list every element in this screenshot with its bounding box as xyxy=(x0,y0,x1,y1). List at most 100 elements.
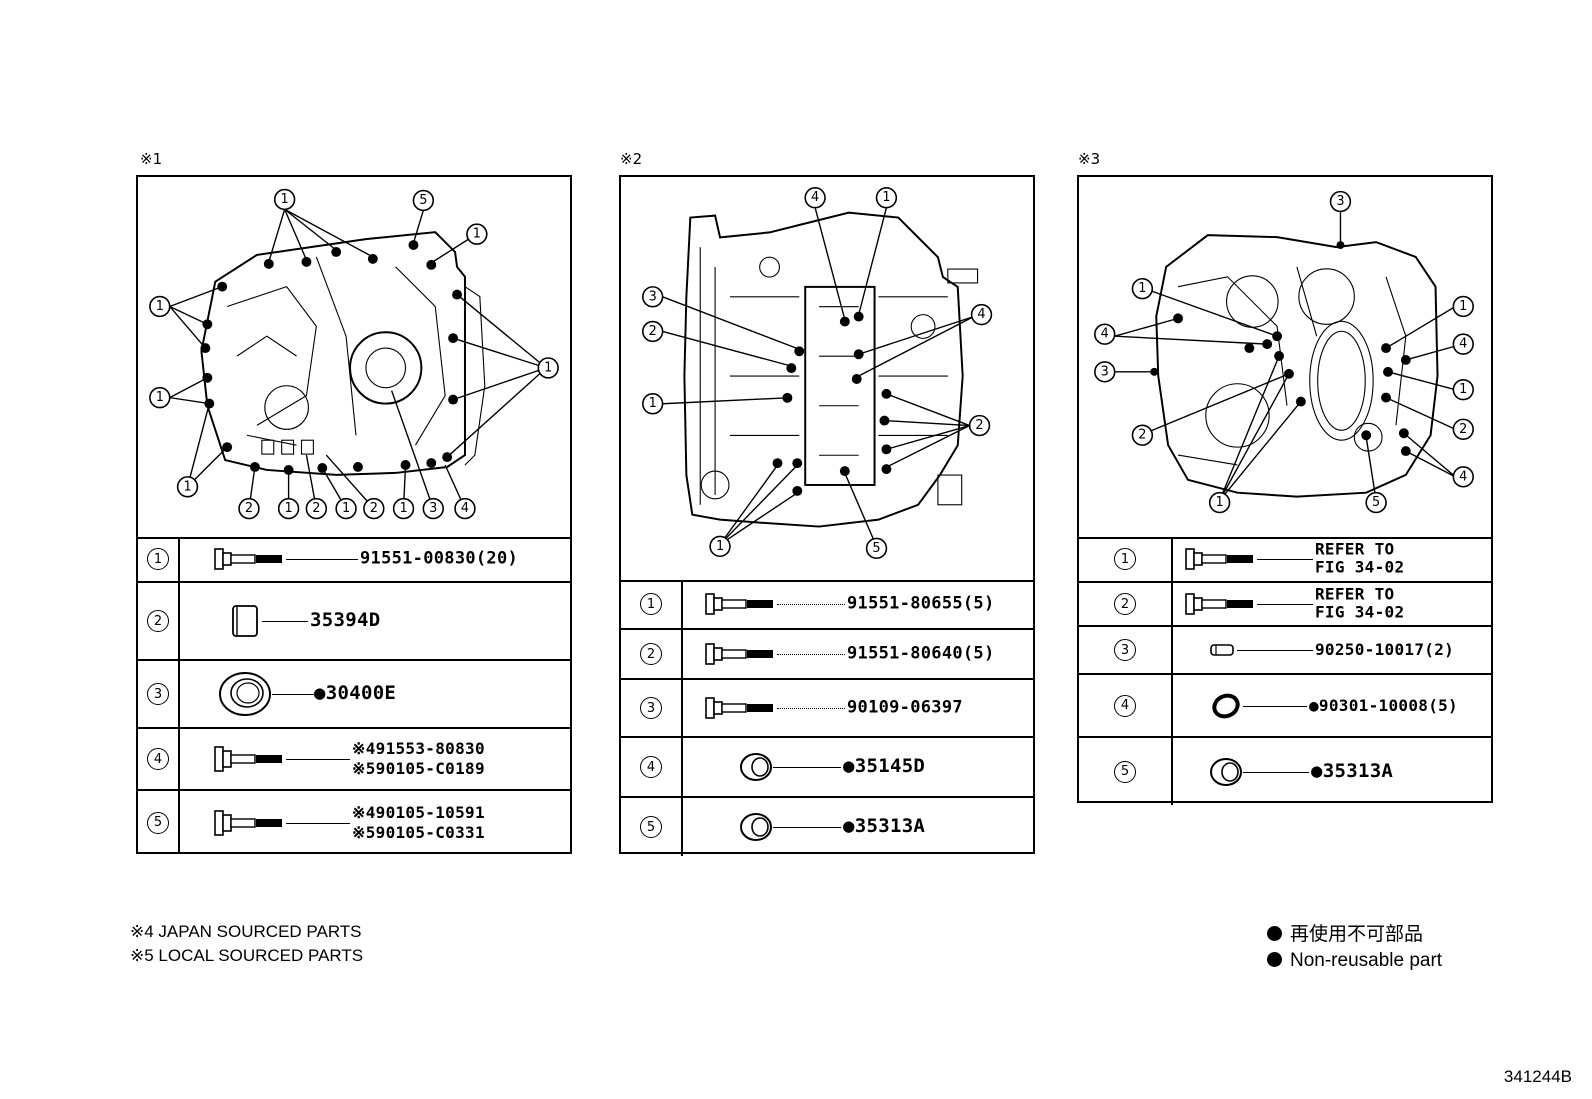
svg-text:4: 4 xyxy=(811,190,819,205)
svg-text:4: 4 xyxy=(1459,337,1467,352)
svg-text:2: 2 xyxy=(245,501,253,516)
panel-2-label: ※2 xyxy=(620,150,643,168)
part-number: ●35145D xyxy=(843,755,926,778)
part-number: 91551-80655(5) xyxy=(847,593,995,614)
svg-text:1: 1 xyxy=(649,396,657,411)
svg-text:1: 1 xyxy=(183,479,191,494)
svg-text:3: 3 xyxy=(1336,194,1344,209)
svg-text:2: 2 xyxy=(1138,428,1146,443)
flange-bolt-icon xyxy=(705,697,773,719)
part-number: FIG 34-02 xyxy=(1315,603,1405,622)
svg-text:5: 5 xyxy=(1372,495,1380,510)
svg-text:3: 3 xyxy=(1101,364,1109,379)
svg-text:1: 1 xyxy=(882,190,890,205)
part-number: REFER TO xyxy=(1315,584,1395,604)
svg-text:1: 1 xyxy=(281,192,289,207)
note-local-sourced: ※5 LOCAL SOURCED PARTS xyxy=(130,946,364,965)
legend-japanese: 再使用不可部品 xyxy=(1290,924,1424,945)
svg-text:4: 4 xyxy=(1101,327,1109,342)
table-row: 1 91551-80655(5) xyxy=(621,580,1033,628)
panel-3-callouts: 3 1 4 3 2 1 1 4 1 2 4 5 xyxy=(1094,190,1474,514)
bullet-icon xyxy=(1267,926,1282,942)
part-number: 91551-80640(5) xyxy=(847,643,995,664)
svg-text:2: 2 xyxy=(312,501,320,516)
svg-text:1: 1 xyxy=(544,360,552,375)
svg-text:1: 1 xyxy=(716,539,724,554)
index-badge: 1 xyxy=(1114,548,1136,570)
table-row: 4 ●90301-10008(5) xyxy=(1079,673,1491,736)
flange-bolt-icon xyxy=(1185,548,1253,570)
part-number: ※491553-80830 xyxy=(352,739,485,758)
flange-bolt-icon xyxy=(705,593,773,615)
index-badge: 1 xyxy=(640,593,662,615)
panel-1-drawing: 1 5 1 1 1 1 1 2 1 2 1 2 1 3 4 xyxy=(138,177,570,539)
svg-text:4: 4 xyxy=(461,501,469,516)
index-badge: 3 xyxy=(640,697,662,719)
table-row: 2 91551-80640(5) xyxy=(621,628,1033,678)
index-badge: 4 xyxy=(1114,694,1136,717)
part-number: 91551-00830(20) xyxy=(360,548,519,569)
table-row: 5 ※490105-10591※590105-C0331 xyxy=(138,789,570,854)
flange-bolt-icon xyxy=(1185,593,1253,615)
panel-1-label: ※1 xyxy=(140,150,163,168)
part-number: ※590105-C0189 xyxy=(352,759,485,778)
note-japan-sourced: ※4 JAPAN SOURCED PARTS xyxy=(130,922,362,941)
index-badge: 5 xyxy=(147,811,169,834)
svg-text:2: 2 xyxy=(1459,422,1467,437)
panel-2-callouts: 4 1 3 2 1 4 2 1 5 xyxy=(641,187,993,560)
oil-seal-icon xyxy=(219,672,271,716)
panel-3-label: ※3 xyxy=(1078,150,1101,168)
svg-text:1: 1 xyxy=(1216,495,1224,510)
index-badge: 5 xyxy=(640,816,662,838)
part-number: REFER TO xyxy=(1315,539,1395,559)
part-number: ●35313A xyxy=(1311,759,1394,782)
legend-english: Non-reusable part xyxy=(1290,950,1443,971)
svg-text:3: 3 xyxy=(429,501,437,516)
legend: 再使用不可部品 Non-reusable part xyxy=(1267,922,1442,974)
panel-1: 1 5 1 1 1 1 1 2 1 2 1 2 1 3 4 1 91551-0 xyxy=(136,175,572,854)
pin-icon xyxy=(1210,644,1234,656)
flange-bolt-icon xyxy=(214,746,282,772)
panel-1-callouts: 1 5 1 1 1 1 1 2 1 2 1 2 1 3 4 xyxy=(149,188,559,520)
o-ring-sleeve-icon xyxy=(740,813,772,841)
flange-bolt-icon xyxy=(214,548,282,570)
part-number: 90109-06397 xyxy=(847,697,963,718)
part-number: ※590105-C0331 xyxy=(352,822,485,842)
table-row: 3 ●30400E xyxy=(138,659,570,727)
panel-2-parts-table: 1 91551-80655(5) 2 91551-80640(5) 3 9010… xyxy=(621,580,1033,856)
index-badge: 3 xyxy=(1114,639,1136,661)
panel-3-drawing: 3 1 4 3 2 1 1 4 1 2 4 5 xyxy=(1079,177,1491,539)
panel-1-parts-table: 1 91551-00830(20) 2 35394D 3 ●30400E 4 ※… xyxy=(138,537,570,854)
table-row: 4 ※491553-80830※590105-C0189 xyxy=(138,727,570,789)
table-row: 3 90250-10017(2) xyxy=(1079,625,1491,673)
svg-text:4: 4 xyxy=(977,307,985,322)
svg-text:1: 1 xyxy=(399,501,407,516)
part-number: FIG 34-02 xyxy=(1315,558,1405,577)
svg-text:2: 2 xyxy=(975,418,983,433)
panel-2-drawing: 4 1 3 2 1 4 2 1 5 xyxy=(621,177,1033,582)
svg-text:2: 2 xyxy=(649,324,657,339)
table-row: 5 ●35313A xyxy=(621,796,1033,856)
svg-text:1: 1 xyxy=(1459,382,1467,397)
index-badge: 2 xyxy=(147,610,169,632)
svg-text:1: 1 xyxy=(285,501,293,516)
svg-text:1: 1 xyxy=(156,299,164,314)
svg-text:4: 4 xyxy=(1459,469,1467,484)
sourcing-notes: ※4 JAPAN SOURCED PARTS ※5 LOCAL SOURCED … xyxy=(130,920,363,968)
table-row: 1 91551-00830(20) xyxy=(138,537,570,581)
index-badge: 4 xyxy=(147,748,169,770)
svg-text:1: 1 xyxy=(473,227,481,242)
flange-bolt-icon xyxy=(214,809,282,836)
part-number: ●30400E xyxy=(314,682,397,705)
part-number: ●35313A xyxy=(843,815,926,838)
table-row: 5 ●35313A xyxy=(1079,736,1491,805)
svg-text:1: 1 xyxy=(156,390,164,405)
svg-text:1: 1 xyxy=(342,501,350,516)
part-number: ●90301-10008(5) xyxy=(1309,695,1458,715)
index-badge: 2 xyxy=(1114,593,1136,615)
svg-text:2: 2 xyxy=(370,501,378,516)
